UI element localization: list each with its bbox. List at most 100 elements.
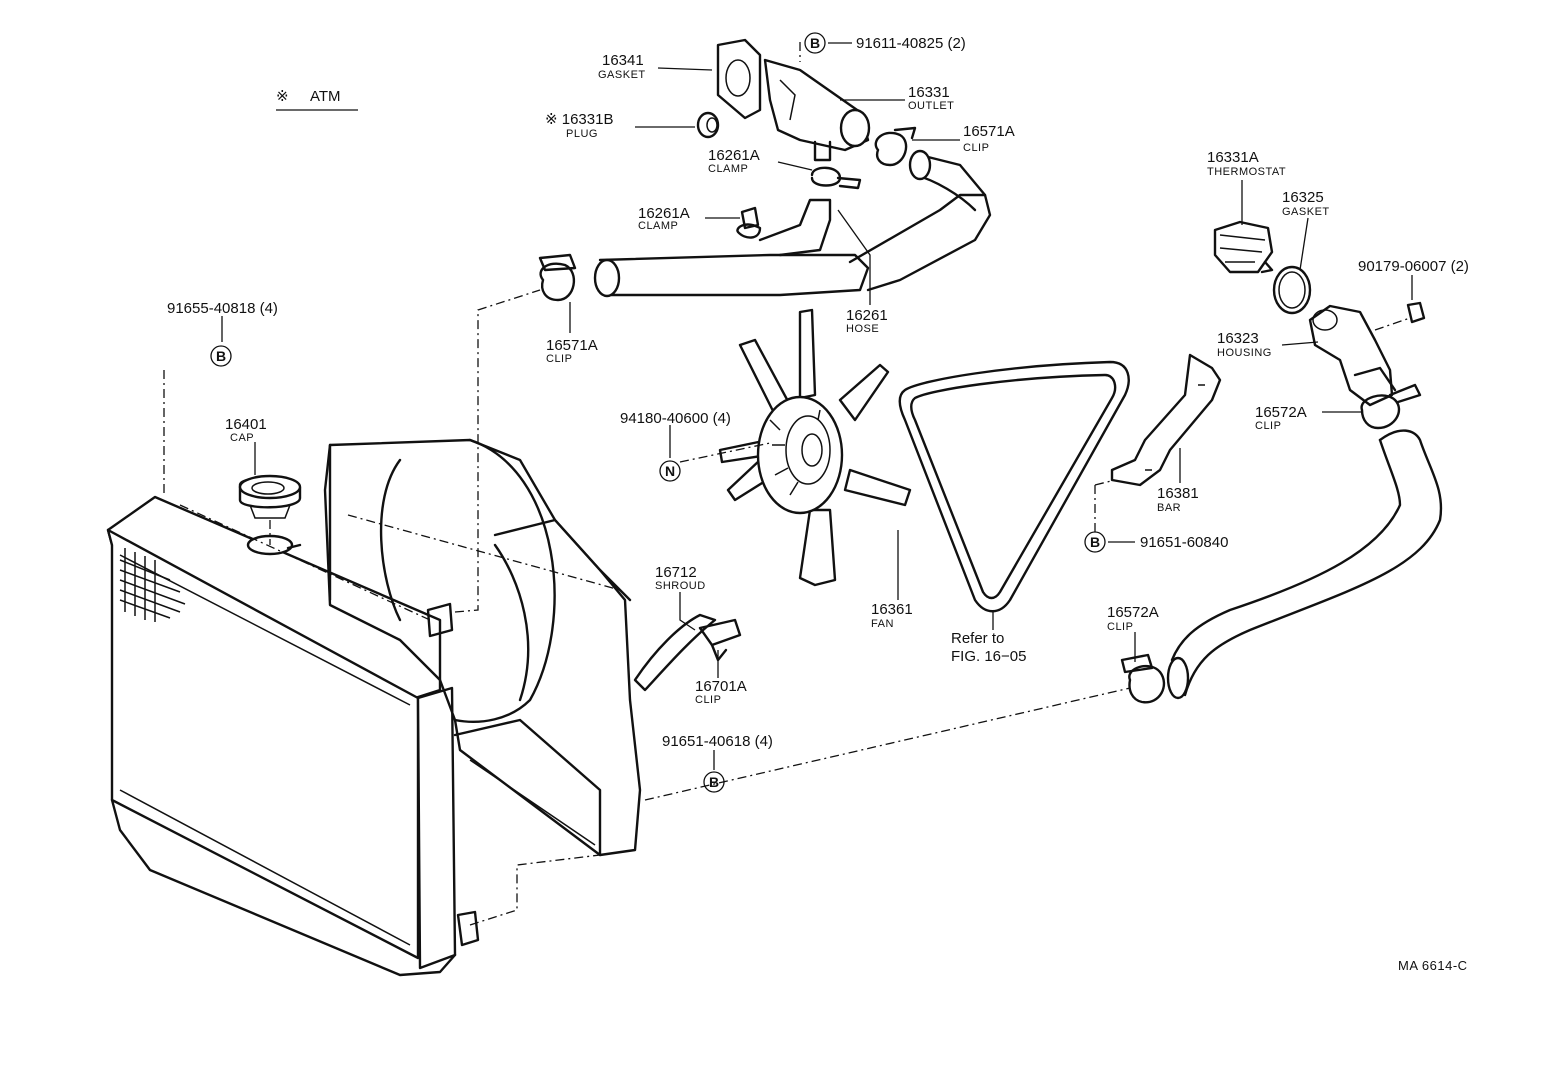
part-name: PLUG <box>566 128 598 140</box>
part-number: 16571A <box>963 123 1015 140</box>
callout-gasket-16325: 16325 GASKET <box>1282 189 1330 218</box>
lower-hose <box>1166 429 1443 700</box>
reference-line-2: FIG. 16−05 <box>951 648 1026 665</box>
part-number: 16331 <box>908 84 950 101</box>
part-number: 16401 <box>225 416 267 433</box>
symbol-letter: B <box>216 348 226 364</box>
part-name: GASKET <box>1282 206 1330 218</box>
part-number: 16572A <box>1107 604 1159 621</box>
part-name: THERMOSTAT <box>1207 166 1286 178</box>
thermostat <box>1213 220 1274 274</box>
part-number: 94180-40600 (4) <box>620 410 731 427</box>
lower-clip <box>1120 653 1166 704</box>
part-number: 91651-40618 (4) <box>662 733 773 750</box>
callout-outlet-16331: 16331 OUTLET <box>908 84 954 112</box>
callout-hose-16261: 16261 HOSE <box>846 307 888 335</box>
radiator <box>106 495 480 977</box>
reference-lines <box>163 42 1411 926</box>
upper-hoses <box>593 149 992 298</box>
reference-line-1: Refer to <box>951 630 1004 647</box>
part-name: CLAMP <box>708 163 748 175</box>
callout-bolt-91651-40618: 91651-40618 (4) B <box>662 733 773 793</box>
callout-plug-16331B: ※ 16331B PLUG <box>545 111 613 140</box>
water-outlet <box>716 38 871 162</box>
part-number: 16572A <box>1255 404 1307 421</box>
callout-clip-16701A: 16701A CLIP <box>695 678 747 706</box>
callout-bar-16381: 16381 BAR <box>1157 485 1199 514</box>
callout-nut-90179: 90179-06007 (2) <box>1358 258 1469 275</box>
part-name: GASKET <box>598 69 646 81</box>
symbol-letter: B <box>1090 534 1100 550</box>
part-number: ※ 16331B <box>545 111 613 128</box>
part-number: 16261A <box>708 147 760 164</box>
callout-bolt-91651-60840: B 91651-60840 <box>1084 531 1228 553</box>
callout-housing-16323: 16323 HOUSING <box>1217 330 1272 359</box>
callout-clip-16572A-right: 16572A CLIP <box>1255 404 1307 432</box>
plug <box>696 111 720 139</box>
callout-nut-94180: 94180-40600 (4) N <box>620 410 731 482</box>
part-number: 16571A <box>546 337 598 354</box>
shroud <box>323 438 642 857</box>
part-number: 16261A <box>638 205 690 222</box>
part-number: 16261 <box>846 307 888 324</box>
bar <box>1110 353 1222 487</box>
callout-thermostat-16331A: 16331A THERMOSTAT <box>1207 149 1286 178</box>
symbol-letter: B <box>810 35 820 51</box>
callout-belt-reference: Refer to FIG. 16−05 <box>951 630 1026 665</box>
thermostat-housing <box>1308 301 1426 407</box>
part-name: HOUSING <box>1217 347 1272 359</box>
callout-fan-16361: 16361 FAN <box>871 601 913 630</box>
thermostat-gasket <box>1272 265 1312 315</box>
callout-cap-16401: 16401 CAP <box>225 416 267 444</box>
part-name: CLAMP <box>638 220 678 232</box>
part-name: BAR <box>1157 502 1181 514</box>
part-number: 16701A <box>695 678 747 695</box>
part-name: CLIP <box>695 694 721 706</box>
part-number: 16361 <box>871 601 913 618</box>
symbol-letter: B <box>709 774 719 790</box>
part-number: 16331A <box>1207 149 1259 166</box>
part-name: CLIP <box>1255 420 1281 432</box>
callout-shroud-16712: 16712 SHROUD <box>655 564 705 592</box>
hose-clamps <box>736 166 862 239</box>
callout-clamp-16261A-b: 16261A CLAMP <box>638 205 690 232</box>
part-name: CLIP <box>963 142 989 154</box>
part-number: 91611-40825 (2) <box>856 35 966 52</box>
part-name: CAP <box>230 432 254 444</box>
part-number: 16381 <box>1157 485 1199 502</box>
legend-text: ATM <box>310 88 341 105</box>
bolt-symbol-icon <box>210 345 232 367</box>
part-number: 91651-60840 <box>1140 534 1228 551</box>
bolt-symbol-icon <box>703 771 725 793</box>
part-number: 90179-06007 (2) <box>1358 258 1469 275</box>
fan <box>718 308 912 587</box>
drawing-code: MA 6614-C <box>1398 958 1468 973</box>
callout-clip-16571A-left: 16571A CLIP <box>546 337 598 365</box>
legend: ※ ATM <box>276 88 358 111</box>
part-number: 16323 <box>1217 330 1259 347</box>
callout-clip-16572A-lower: 16572A CLIP <box>1107 604 1159 633</box>
radiator-cap <box>238 474 302 519</box>
lower-clip-upper <box>1360 383 1422 430</box>
callout-clip-16571A-top: 16571A CLIP <box>963 123 1015 154</box>
part-number: 16712 <box>655 564 697 581</box>
upper-clips <box>538 126 917 302</box>
part-number: 91655-40818 (4) <box>167 300 278 317</box>
part-name: CLIP <box>546 353 572 365</box>
part-number: 16325 <box>1282 189 1324 206</box>
symbol-letter: N <box>665 463 675 479</box>
bolt-symbol-icon <box>804 32 826 54</box>
callout-gasket-16341: 16341 GASKET <box>598 52 646 81</box>
callout-bolt-91611: B 91611-40825 (2) <box>804 32 966 54</box>
nut-symbol-icon <box>659 460 681 482</box>
part-number: 16341 <box>602 52 644 69</box>
part-name: OUTLET <box>908 100 954 112</box>
leader-lines <box>221 42 1413 770</box>
bolt-symbol-icon <box>1084 531 1106 553</box>
legend-symbol: ※ <box>276 88 289 105</box>
part-name: HOSE <box>846 323 879 335</box>
part-name: FAN <box>871 618 894 630</box>
v-belt <box>898 360 1130 613</box>
